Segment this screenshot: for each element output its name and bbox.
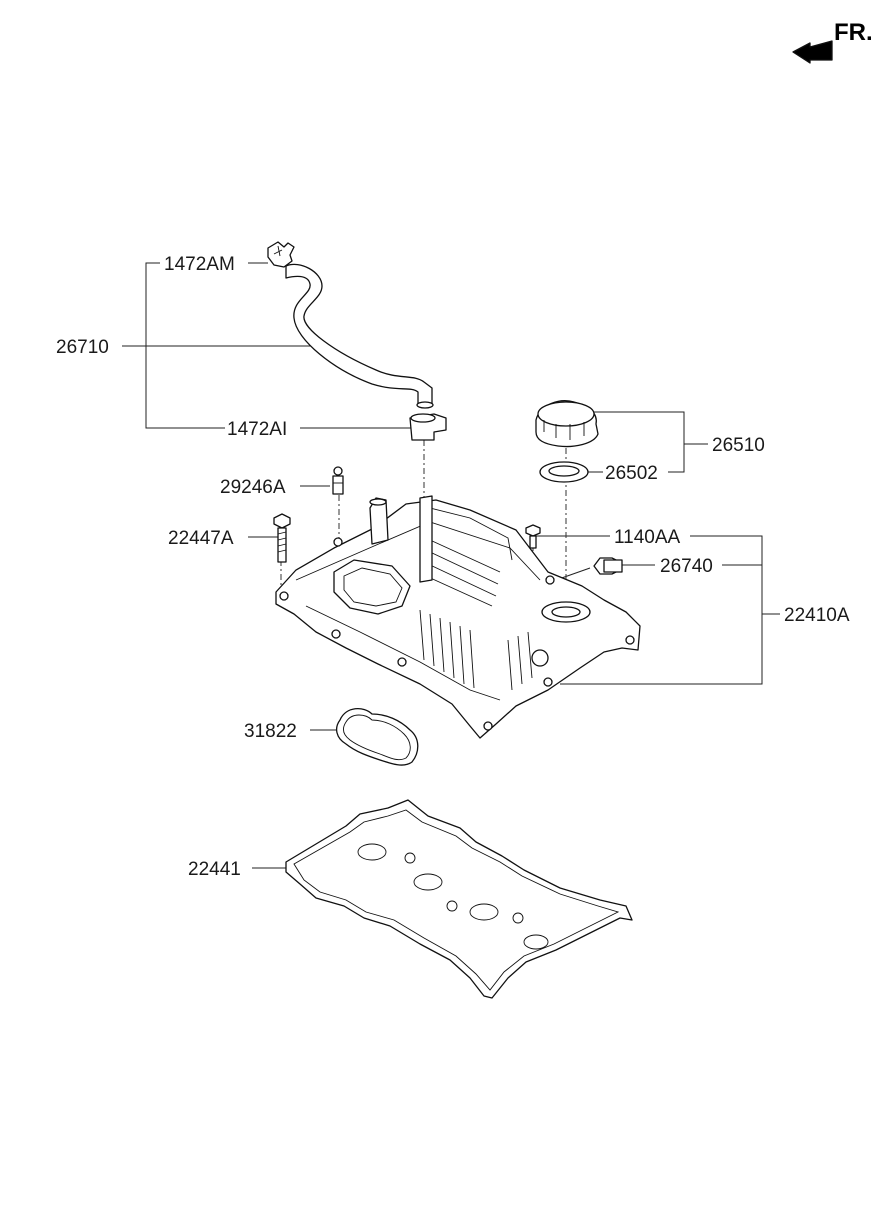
callout-26710: 26710	[56, 337, 109, 358]
callout-22410a: 22410A	[784, 605, 850, 626]
front-direction-indicator: FR.	[792, 19, 873, 64]
sensor-26740-part	[593, 557, 623, 575]
callout-1472am: 1472AM	[164, 254, 235, 275]
callout-1472ai: 1472AI	[227, 419, 287, 440]
bolt-1140aa-part	[525, 524, 541, 549]
clamp-1472am-part	[267, 241, 295, 268]
leader-lines	[122, 262, 780, 869]
callout-31822: 31822	[244, 721, 297, 742]
callout-29246a: 29246A	[220, 477, 286, 498]
callout-26502: 26502	[605, 463, 658, 484]
callout-22441: 22441	[188, 859, 241, 880]
bolt-22447a-part	[273, 513, 291, 563]
front-label: FR.	[834, 19, 873, 46]
filler-cap-gasket-part	[539, 461, 589, 483]
callout-22447a: 22447A	[168, 528, 234, 549]
callout-1140aa: 1140AA	[614, 527, 681, 548]
callout-26740: 26740	[660, 556, 713, 577]
clamp-1472ai-part	[409, 413, 447, 441]
callout-labels: 1472AM 26710 1472AI 26510 26502 29246A 2…	[56, 254, 850, 880]
front-arrow-icon	[792, 40, 833, 64]
stud-29246a-part	[332, 466, 344, 495]
cylinder-head-cover-part	[275, 495, 641, 739]
gasket-31822-part	[335, 708, 419, 766]
breather-hose-part	[285, 263, 434, 409]
rocker-cover-gasket-part	[285, 799, 633, 999]
oil-filler-cap-part	[535, 400, 599, 448]
callout-26510: 26510	[712, 435, 765, 456]
